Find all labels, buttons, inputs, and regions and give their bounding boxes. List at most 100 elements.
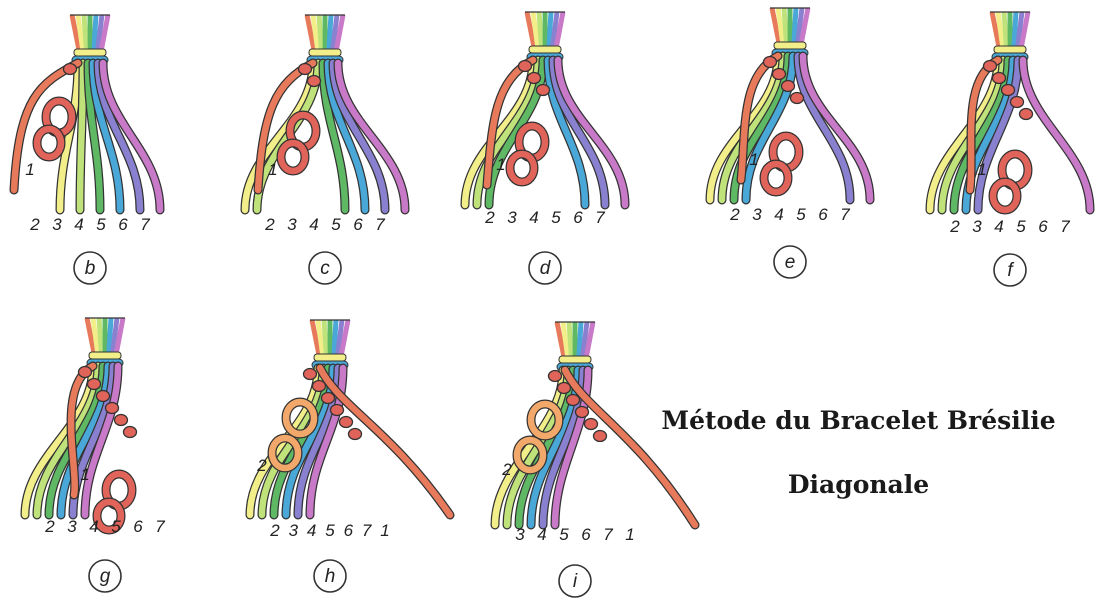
strand-7	[1023, 60, 1090, 210]
knot-bead	[528, 72, 541, 83]
knot-bead	[984, 60, 997, 71]
working-strand	[565, 370, 695, 525]
knot-bead	[106, 402, 119, 413]
strand-number-label: 3	[515, 525, 525, 544]
knot-bead	[88, 378, 101, 389]
working-strand-label: 1	[496, 155, 505, 174]
strand-3	[80, 63, 83, 210]
working-strand-label: 1	[80, 465, 89, 484]
knot-bead	[115, 414, 128, 425]
step-caption: e	[785, 252, 796, 273]
strand-number-label: 6	[133, 517, 143, 536]
strand-number-label: 4	[537, 525, 546, 544]
strand-number-label: 6	[353, 215, 363, 234]
knot-bead	[585, 418, 598, 429]
strand-7	[103, 63, 160, 210]
strand-number-label: 3	[752, 205, 762, 224]
strand-number-label: 6	[344, 521, 354, 540]
strand-number-label: 4	[89, 517, 98, 536]
knot-bead	[1020, 108, 1033, 119]
knot-bead	[782, 80, 795, 91]
strand-number-label: 7	[595, 208, 605, 227]
knot-bead	[349, 428, 362, 439]
knot-loop-lower	[281, 143, 305, 171]
strand-number-label: 2	[949, 217, 960, 236]
binding-band-yellow	[994, 46, 1026, 53]
strand-number-label: 3	[972, 217, 982, 236]
working-strand-label: 1	[749, 150, 758, 169]
strand-7	[803, 56, 870, 200]
knot-bead	[340, 416, 353, 427]
strand-number-label: 4	[774, 205, 783, 224]
binding-band-yellow	[314, 354, 346, 361]
strand-number-label: 4	[307, 521, 316, 540]
knot-bead	[558, 382, 571, 393]
knot-bead	[549, 370, 562, 381]
working-strand-label: 1	[268, 160, 277, 179]
binding-band-yellow	[74, 49, 106, 56]
working-strand	[320, 368, 450, 515]
strand-number-label: 6	[1038, 217, 1048, 236]
step-f: 2345671f	[930, 12, 1090, 286]
strand-number-label: 7	[375, 215, 385, 234]
strand-number-label: 2	[264, 215, 275, 234]
knot-bead	[773, 68, 786, 79]
strand-number-label: 7	[840, 205, 850, 224]
strand-number-label: 5	[96, 215, 106, 234]
strand-number-label: 6	[573, 208, 583, 227]
strand-number-label: 1	[625, 525, 634, 544]
step-caption: b	[85, 258, 96, 279]
knot-bead	[791, 92, 804, 103]
step-caption: c	[320, 258, 330, 279]
knot-bead	[313, 380, 326, 391]
strand-number-label: 3	[52, 215, 62, 234]
knot-loop-lower	[993, 182, 1017, 210]
knot-bead	[308, 75, 321, 86]
strand-number-label: 5	[1016, 217, 1026, 236]
strand-number-label: 5	[331, 215, 341, 234]
knot-bead	[299, 63, 312, 74]
strand-number-label: 4	[74, 215, 83, 234]
strand-number-label: 2	[269, 521, 280, 540]
strand-number-label: 3	[67, 517, 77, 536]
binding-band-yellow	[559, 356, 591, 363]
working-strand-label: 2	[501, 460, 512, 479]
knot-bead	[764, 56, 777, 67]
strand-number-label: 7	[140, 215, 150, 234]
strand-number-label: 7	[1060, 217, 1070, 236]
knot-bead	[519, 60, 532, 71]
strand-number-label: 4	[994, 217, 1003, 236]
knot-bead	[993, 72, 1006, 83]
strand-number-label: 4	[529, 208, 538, 227]
knot-bead	[322, 392, 335, 403]
title-line-2: Diagonale	[600, 470, 1117, 499]
step-caption: d	[540, 258, 552, 279]
strand-number-label: 2	[484, 208, 495, 227]
knot-bead	[304, 368, 317, 379]
strand-number-label: 7	[603, 525, 613, 544]
knot-bead	[64, 63, 77, 74]
strand-number-label: 2	[44, 517, 55, 536]
knot-bead	[567, 394, 580, 405]
knot-bead	[537, 84, 550, 95]
strand-number-label: 3	[287, 215, 297, 234]
knot-loop-lower	[510, 154, 534, 182]
strand-number-label: 5	[559, 525, 569, 544]
strand-number-label: 3	[289, 521, 299, 540]
knot-bead	[576, 406, 589, 417]
working-strand-label: 1	[977, 160, 986, 179]
strand-number-label: 7	[155, 517, 165, 536]
knot-bead	[1002, 84, 1015, 95]
step-caption: g	[100, 566, 111, 587]
strand-number-label: 6	[581, 525, 591, 544]
strand-number-label: 5	[111, 517, 121, 536]
binding-band-yellow	[309, 49, 341, 56]
knot-loop-lower	[37, 129, 61, 157]
knot-loop-lower	[764, 164, 788, 192]
title-line-1: Métode du Bracelet Brésilie	[600, 406, 1117, 435]
